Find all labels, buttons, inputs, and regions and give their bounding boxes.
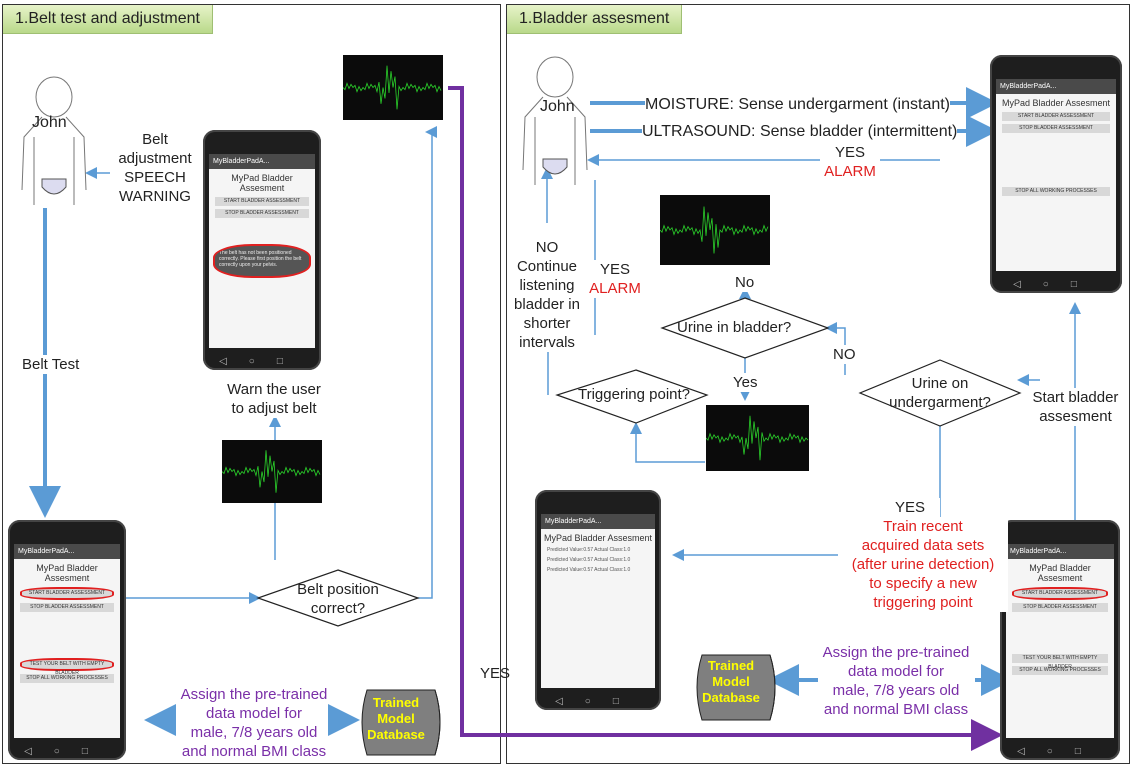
nav-bar: ◁○□	[1017, 746, 1103, 757]
ultrasound-scope-top	[343, 55, 443, 120]
nav-bar: ◁○□	[1013, 279, 1099, 290]
stop-all-button[interactable]: STOP ALL WORKING PROCESSES	[1002, 187, 1110, 196]
nav-bar: ◁○□	[219, 356, 305, 367]
train-yes-label: YES	[880, 498, 940, 517]
app-title: MyBladderPadA...	[14, 544, 120, 559]
start-button[interactable]: START BLADDER ASSESSMENT	[1012, 587, 1108, 600]
ultrasound-scope-trigger	[706, 405, 809, 471]
person-figure-left	[21, 76, 87, 205]
ultrasound-label: ULTRASOUND: Sense bladder (intermittent)	[642, 122, 958, 141]
stop-all-button[interactable]: STOP ALL WORKING PROCESSES	[20, 674, 114, 683]
app-heading: MyPad Bladder Assesment	[1001, 98, 1111, 108]
alarm-top-label: ALARM	[820, 162, 880, 181]
app-title: MyBladderPadA...	[1006, 544, 1114, 559]
yes-left-label: YES	[588, 260, 642, 279]
no-small-label: No	[735, 273, 755, 292]
stop-button[interactable]: STOP BLADDER ASSESSMENT	[20, 603, 114, 612]
database-left	[361, 689, 441, 756]
yes-mid-label: Yes	[733, 373, 758, 392]
app-heading: MyPad Bladder Assesment	[543, 533, 653, 543]
app-title: MyBladderPadA...	[996, 79, 1116, 94]
phone-results: MyBladderPadA... MyPad Bladder Assesment…	[535, 490, 661, 710]
urine-bladder-label: Urine in bladder?	[677, 319, 792, 336]
ultrasound-scope-bladder	[660, 195, 770, 265]
nav-bar: ◁○□	[555, 696, 641, 707]
app-heading: MyPad Bladder Assesment	[36, 563, 98, 583]
yes-top-label: YES	[820, 143, 880, 162]
arrow-yes-purple	[448, 86, 1003, 751]
person-name-left: John	[32, 114, 67, 131]
phone-belt-test: MyBladderPadA... MyPad Bladder Assesment…	[8, 520, 126, 760]
arrow-scope-trigger	[630, 422, 705, 463]
app-heading: MyPad Bladder Assesment	[1029, 563, 1091, 583]
decision-urine-under	[858, 359, 1022, 427]
app-title: MyBladderPadA...	[209, 154, 315, 169]
database-right	[696, 654, 776, 721]
app-title: MyBladderPadA...	[541, 514, 655, 529]
ultrasound-scope-belt	[222, 440, 322, 503]
belt-test-label: Belt Test	[22, 355, 80, 374]
arrow-correct-yes	[418, 126, 437, 599]
test-belt-button[interactable]: TEST YOUR BELT WITH EMPTY BLADDER	[1012, 654, 1108, 670]
phone-assess-top: MyBladderPadA... MyPad Bladder Assesment…	[990, 55, 1122, 293]
phone-warning: MyBladderPadA... MyPad Bladder Assesment…	[203, 130, 321, 370]
moisture-label: MOISTURE: Sense undergarment (instant)	[645, 95, 951, 114]
person-name-right: John	[540, 98, 575, 115]
ultrasound-trace	[706, 415, 809, 461]
test-belt-button[interactable]: TEST YOUR BELT WITH EMPTY BLADDER	[20, 658, 114, 676]
decision-triggering	[555, 369, 709, 424]
start-button[interactable]: START BLADDER ASSESSMENT	[1002, 112, 1110, 121]
stop-all-button[interactable]: STOP ALL WORKING PROCESSES	[1012, 666, 1108, 675]
yes-label-left: YES	[480, 665, 511, 682]
trigger-label: Triggering point?	[578, 386, 691, 403]
ultrasound-trace	[343, 65, 442, 110]
ultrasound-trace	[660, 206, 769, 254]
belt-warning-message: The belt has not been positioned correct…	[213, 244, 311, 278]
start-button[interactable]: START BLADDER ASSESSMENT	[20, 587, 114, 600]
stop-button[interactable]: STOP BLADDER ASSESSMENT	[1002, 124, 1110, 133]
person-figure-right	[522, 56, 588, 185]
start-button[interactable]: START BLADDER ASSESSMENT	[215, 197, 309, 206]
stop-button[interactable]: STOP BLADDER ASSESSMENT	[215, 209, 309, 218]
app-heading: MyPad Bladder Assesment	[231, 173, 293, 193]
left-panel-title: 1.Belt test and adjustment	[3, 5, 213, 34]
prediction-line: Predicted Value:0.57 Actual Class:1.0	[547, 547, 631, 553]
prediction-line: Predicted Value:0.57 Actual Class:1.0	[547, 557, 631, 563]
prediction-line: Predicted Value:0.57 Actual Class:1.0	[547, 567, 631, 573]
decision-urine-bladder	[660, 297, 830, 359]
decision-belt-position	[256, 569, 420, 627]
alarm-left-label: ALARM	[588, 279, 642, 298]
right-panel-title: 1.Bladder assesment	[507, 5, 683, 34]
no-mid-label: NO	[833, 345, 856, 364]
nav-bar: ◁○□	[24, 746, 110, 757]
stop-button[interactable]: STOP BLADDER ASSESSMENT	[1012, 603, 1108, 612]
ultrasound-trace	[222, 450, 321, 493]
phone-assess-bottom: MyBladderPadA... MyPad Bladder Assesment…	[1000, 520, 1120, 760]
